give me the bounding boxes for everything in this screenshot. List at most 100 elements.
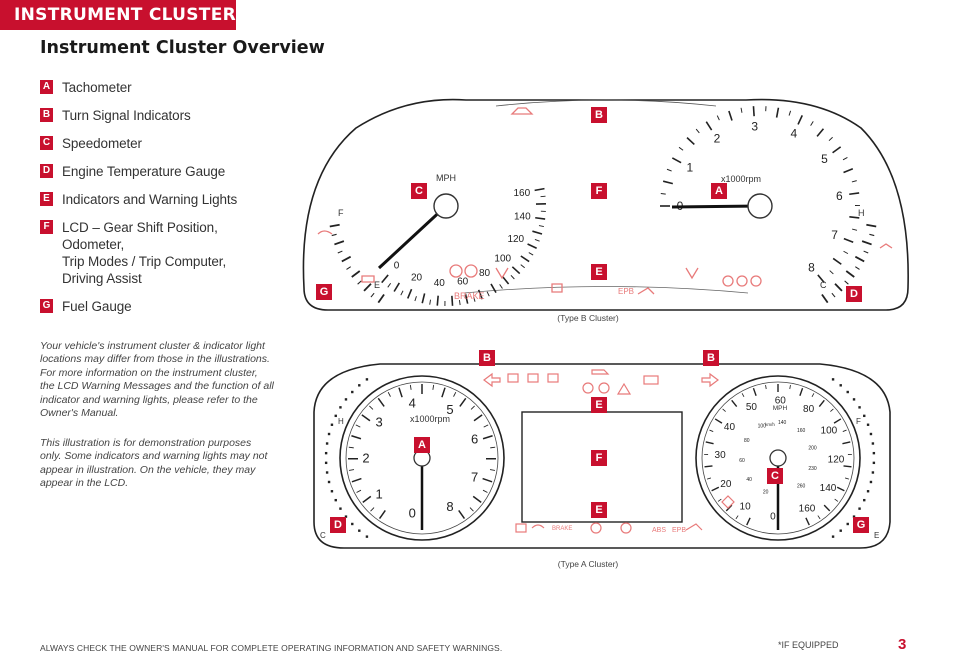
tach-tick: [843, 167, 854, 174]
callout-a-tachometer: A: [414, 437, 430, 453]
speed-tick: [429, 299, 431, 305]
kmh-tick-label: 230: [808, 466, 817, 472]
temp-hot-label: H: [858, 208, 865, 218]
tach-tick-label: 3: [375, 415, 382, 430]
tach-tick-label: 4: [409, 395, 416, 410]
tach-tick: [797, 115, 803, 125]
kmh-tick-label: 40: [746, 477, 752, 483]
tach-tick: [740, 107, 743, 113]
fuel-gauge-segment: [863, 498, 866, 502]
fuel-full-label: F: [856, 417, 861, 426]
tach-tick-label: 3: [751, 119, 758, 133]
esc-warning-icon: [637, 287, 655, 295]
speed-tick: [725, 504, 733, 512]
tach-tick: [469, 507, 474, 512]
fuel-gauge-tick: [334, 240, 345, 246]
speed-tick: [818, 399, 825, 407]
tach-tick: [377, 397, 385, 407]
speed-tick: [486, 291, 490, 297]
temp-gauge-tick: [863, 250, 869, 254]
tach-tick: [482, 489, 488, 493]
fuel-full-label: F: [338, 208, 344, 218]
speed-tick: [722, 408, 726, 412]
speed-tick: [805, 517, 810, 526]
tach-tick: [356, 489, 362, 493]
kmh-unit-label: km/h: [765, 422, 775, 427]
tach-tick: [788, 110, 792, 116]
speed-tick-label: 80: [479, 268, 491, 279]
speed-tick-label: 60: [775, 396, 787, 407]
door-ajar-icon: [736, 275, 748, 287]
temp-gauge-tick: [845, 270, 855, 278]
speed-tick: [731, 399, 738, 407]
charging-icon: [361, 275, 375, 283]
speed-tick-label: 20: [720, 479, 732, 490]
speed-tick: [735, 515, 739, 520]
speed-tick-label: 80: [803, 404, 815, 415]
temp-gauge-segment: [358, 384, 361, 387]
temp-gauge-segment: [327, 432, 331, 436]
callout-e-indicators-top: E: [591, 397, 607, 413]
auto-hold-icon: [643, 375, 659, 385]
speed-tick: [458, 299, 461, 306]
fuel-gauge-segment: [846, 390, 849, 394]
speed-tick: [811, 393, 815, 398]
page-number: 3: [898, 636, 907, 653]
speed-tick: [817, 515, 821, 520]
temp-gauge-segment: [334, 498, 337, 502]
callout-b-left-turn: B: [479, 350, 495, 366]
fuel-gauge-tick: [363, 283, 372, 292]
fuel-gauge-tick: [346, 266, 351, 270]
speed-tick-label: 140: [514, 212, 531, 223]
tach-tick: [678, 146, 684, 151]
tach-tick-label: 5: [446, 402, 453, 417]
callout-g-fuel: G: [853, 517, 869, 533]
speed-hub: [433, 193, 459, 219]
high-beam-icon: [527, 373, 539, 383]
speed-tick: [830, 408, 834, 412]
temp-gauge-tick: [834, 283, 843, 292]
fuel-gauge-segment: [852, 515, 856, 518]
speed-tick-label: 40: [724, 422, 736, 433]
tach-tick-label: 6: [471, 431, 478, 446]
brake-warning-icon: [620, 522, 632, 534]
temp-cold-label: C: [820, 280, 827, 290]
tach-tick: [728, 110, 733, 121]
fuel-gauge-tick: [331, 233, 337, 237]
seatbelt-warning-icon: [510, 107, 534, 115]
tach-tick-label: 2: [714, 132, 721, 146]
temp-gauge-segment: [351, 390, 354, 394]
temp-gauge-tick: [831, 292, 836, 298]
speed-tick: [842, 441, 851, 445]
legend-text: Indicators and Warning Lights: [62, 192, 238, 207]
tach-unit-label: x1000rpm: [410, 414, 450, 424]
speed-tick-label: 120: [507, 234, 524, 245]
tach-tick: [816, 128, 825, 137]
speed-needle: [377, 204, 448, 270]
speed-tick: [705, 441, 714, 445]
speed-tick: [534, 187, 545, 192]
tach-tick: [671, 157, 682, 164]
speed-tick: [406, 288, 413, 299]
airbag-warning-icon: [495, 267, 509, 280]
speed-tick-label: 40: [434, 278, 446, 289]
fuel-gauge-segment: [866, 490, 870, 493]
legend-text: Fuel Gauge: [62, 299, 132, 314]
type-a-caption: (Type A Cluster): [557, 559, 619, 569]
speed-tick-label: 100: [821, 426, 838, 437]
airbag-icon: [598, 382, 610, 394]
kmh-tick-label: 80: [744, 438, 750, 444]
fuel-gauge-segment: [866, 423, 870, 426]
master-warning-icon: [616, 382, 632, 395]
esc-icon: [685, 523, 703, 531]
epb-label: EPB: [672, 527, 686, 534]
fuel-gauge-segment: [871, 471, 875, 474]
demo-note: This illustration is for demonstration p…: [40, 437, 268, 490]
speed-tick: [799, 387, 804, 396]
kmh-tick-label: 20: [763, 490, 769, 496]
legend-text: Turn Signal Indicators: [62, 108, 191, 123]
fuel-gauge-segment: [871, 442, 875, 445]
speed-tick: [532, 230, 543, 235]
callout-c-speedometer: C: [411, 183, 427, 199]
